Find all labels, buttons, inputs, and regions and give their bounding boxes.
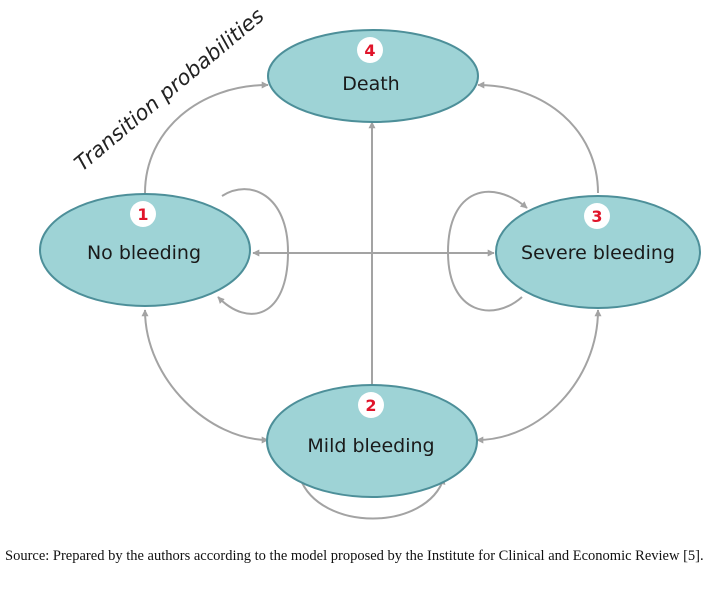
transition-arrows [141,81,602,520]
state-no-bleeding: 1 No bleeding [39,193,251,307]
state-node-shape [266,384,478,498]
state-number: 2 [365,396,376,415]
state-number-badge [130,201,156,227]
arrow-severe-bleeding-mild-bleeding [476,309,602,444]
state-label: No bleeding [87,242,201,264]
transition-probabilities-label: Transition probabilities [70,3,269,175]
state-node-shape [495,195,701,309]
arrow-severe-bleeding-to-death [477,81,599,194]
state-mild-bleeding: 2 Mild bleeding [266,384,478,498]
clipped-heading-text [0,0,724,4]
state-node-shape [39,193,251,307]
arrow-no-bleeding-to-death [144,81,269,194]
state-number: 1 [137,205,148,224]
state-label: Severe bleeding [521,242,675,264]
state-number-badge [584,203,610,229]
self-loop-mild-bleeding [299,477,446,520]
state-number: 4 [364,41,375,60]
self-loop-severe-bleeding [446,190,528,312]
self-loop-no-bleeding [217,188,290,315]
state-label: Mild bleeding [307,435,434,457]
state-number: 3 [591,207,602,226]
state-death: 4 Death [267,29,479,123]
state-number-badge [358,392,384,418]
state-label: Death [342,73,399,95]
arrow-no-bleeding-mild-bleeding [141,309,269,444]
state-number-badge [357,37,383,63]
figure-source-caption: Source: Prepared by the authors accordin… [5,548,704,564]
state-node-shape [267,29,479,123]
state-severe-bleeding: 3 Severe bleeding [495,195,701,309]
